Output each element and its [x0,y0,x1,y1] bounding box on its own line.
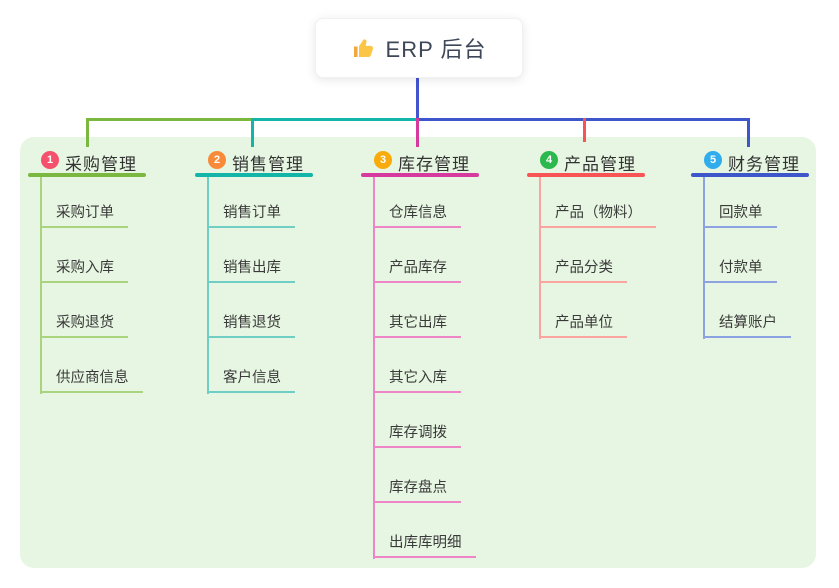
drop-line-purchase [86,118,89,147]
branch-number-badge: 3 [374,151,392,169]
branch-item[interactable]: 销售出库 [207,258,295,283]
branch-item[interactable]: 产品分类 [539,258,627,283]
branch-title-underline [28,173,146,177]
branch-item[interactable]: 客户信息 [207,368,295,393]
branch-title[interactable]: 采购管理 [65,155,137,174]
drop-line-finance [747,118,750,147]
branch-item[interactable]: 结算账户 [703,313,791,338]
branch-item[interactable]: 出库库明细 [373,533,476,558]
branch-item[interactable]: 销售订单 [207,203,295,228]
branch-title-underline [195,173,313,177]
branch-number-badge: 2 [208,151,226,169]
branch-item[interactable]: 销售退货 [207,313,295,338]
branch-connector-line [373,177,375,559]
branch-item[interactable]: 采购入库 [40,258,128,283]
branch-connector-line [40,177,42,394]
branch-item[interactable]: 回款单 [703,203,777,228]
branch-connector-line [703,177,705,339]
branch-number-badge: 5 [704,151,722,169]
branch-item[interactable]: 库存盘点 [373,478,461,503]
root-stem-line [416,78,419,118]
branch-item[interactable]: 付款单 [703,258,777,283]
branch-number-badge: 4 [540,151,558,169]
drop-line-inventory [416,118,419,147]
branch-item[interactable]: 产品单位 [539,313,627,338]
branch-item[interactable]: 仓库信息 [373,203,461,228]
drop-line-product [583,118,586,142]
branch-item[interactable]: 采购退货 [40,313,128,338]
branch-connector-line [207,177,209,394]
branch-item[interactable]: 供应商信息 [40,368,143,393]
branch-item[interactable]: 采购订单 [40,203,128,228]
branch-item[interactable]: 库存调拨 [373,423,461,448]
bus-line-sales [251,118,419,121]
branch-connector-line [539,177,541,339]
branch-item[interactable]: 产品库存 [373,258,461,283]
branch-item[interactable]: 产品（物料） [539,203,656,228]
branch-title[interactable]: 销售管理 [232,155,304,174]
branch-title[interactable]: 财务管理 [728,155,800,174]
branch-title[interactable]: 库存管理 [398,155,470,174]
branch-title[interactable]: 产品管理 [564,155,636,174]
branch-item[interactable]: 其它出库 [373,313,461,338]
branch-item[interactable]: 其它入库 [373,368,461,393]
branch-title-underline [527,173,645,177]
root-label: ERP 后台 [385,37,487,62]
branch-number-badge: 1 [41,151,59,169]
root-node[interactable]: ERP 后台 [315,18,523,78]
branch-title-underline [361,173,479,177]
drop-line-sales [251,118,254,147]
branches-panel [20,137,816,568]
branch-title-underline [691,173,809,177]
thumbs-up-icon [353,39,373,57]
